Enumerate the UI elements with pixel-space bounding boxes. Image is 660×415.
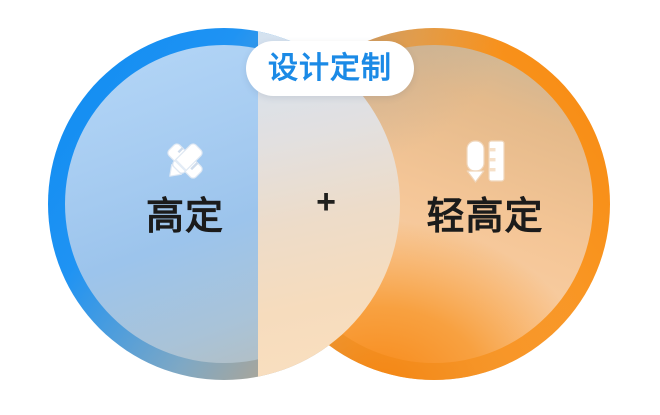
venn-right-content: 轻高定 — [410, 130, 560, 236]
ruler-pencil-vertical-icon — [457, 130, 513, 192]
title-badge: 设计定制 — [246, 41, 414, 96]
plus-symbol: + — [316, 183, 336, 221]
title-badge-label: 设计定制 — [268, 51, 392, 85]
venn-right-label: 轻高定 — [426, 196, 544, 238]
venn-left-content: 高定 — [120, 130, 250, 236]
ruler-pencil-crossed-icon — [157, 130, 213, 192]
venn-left-label: 高定 — [145, 196, 224, 238]
